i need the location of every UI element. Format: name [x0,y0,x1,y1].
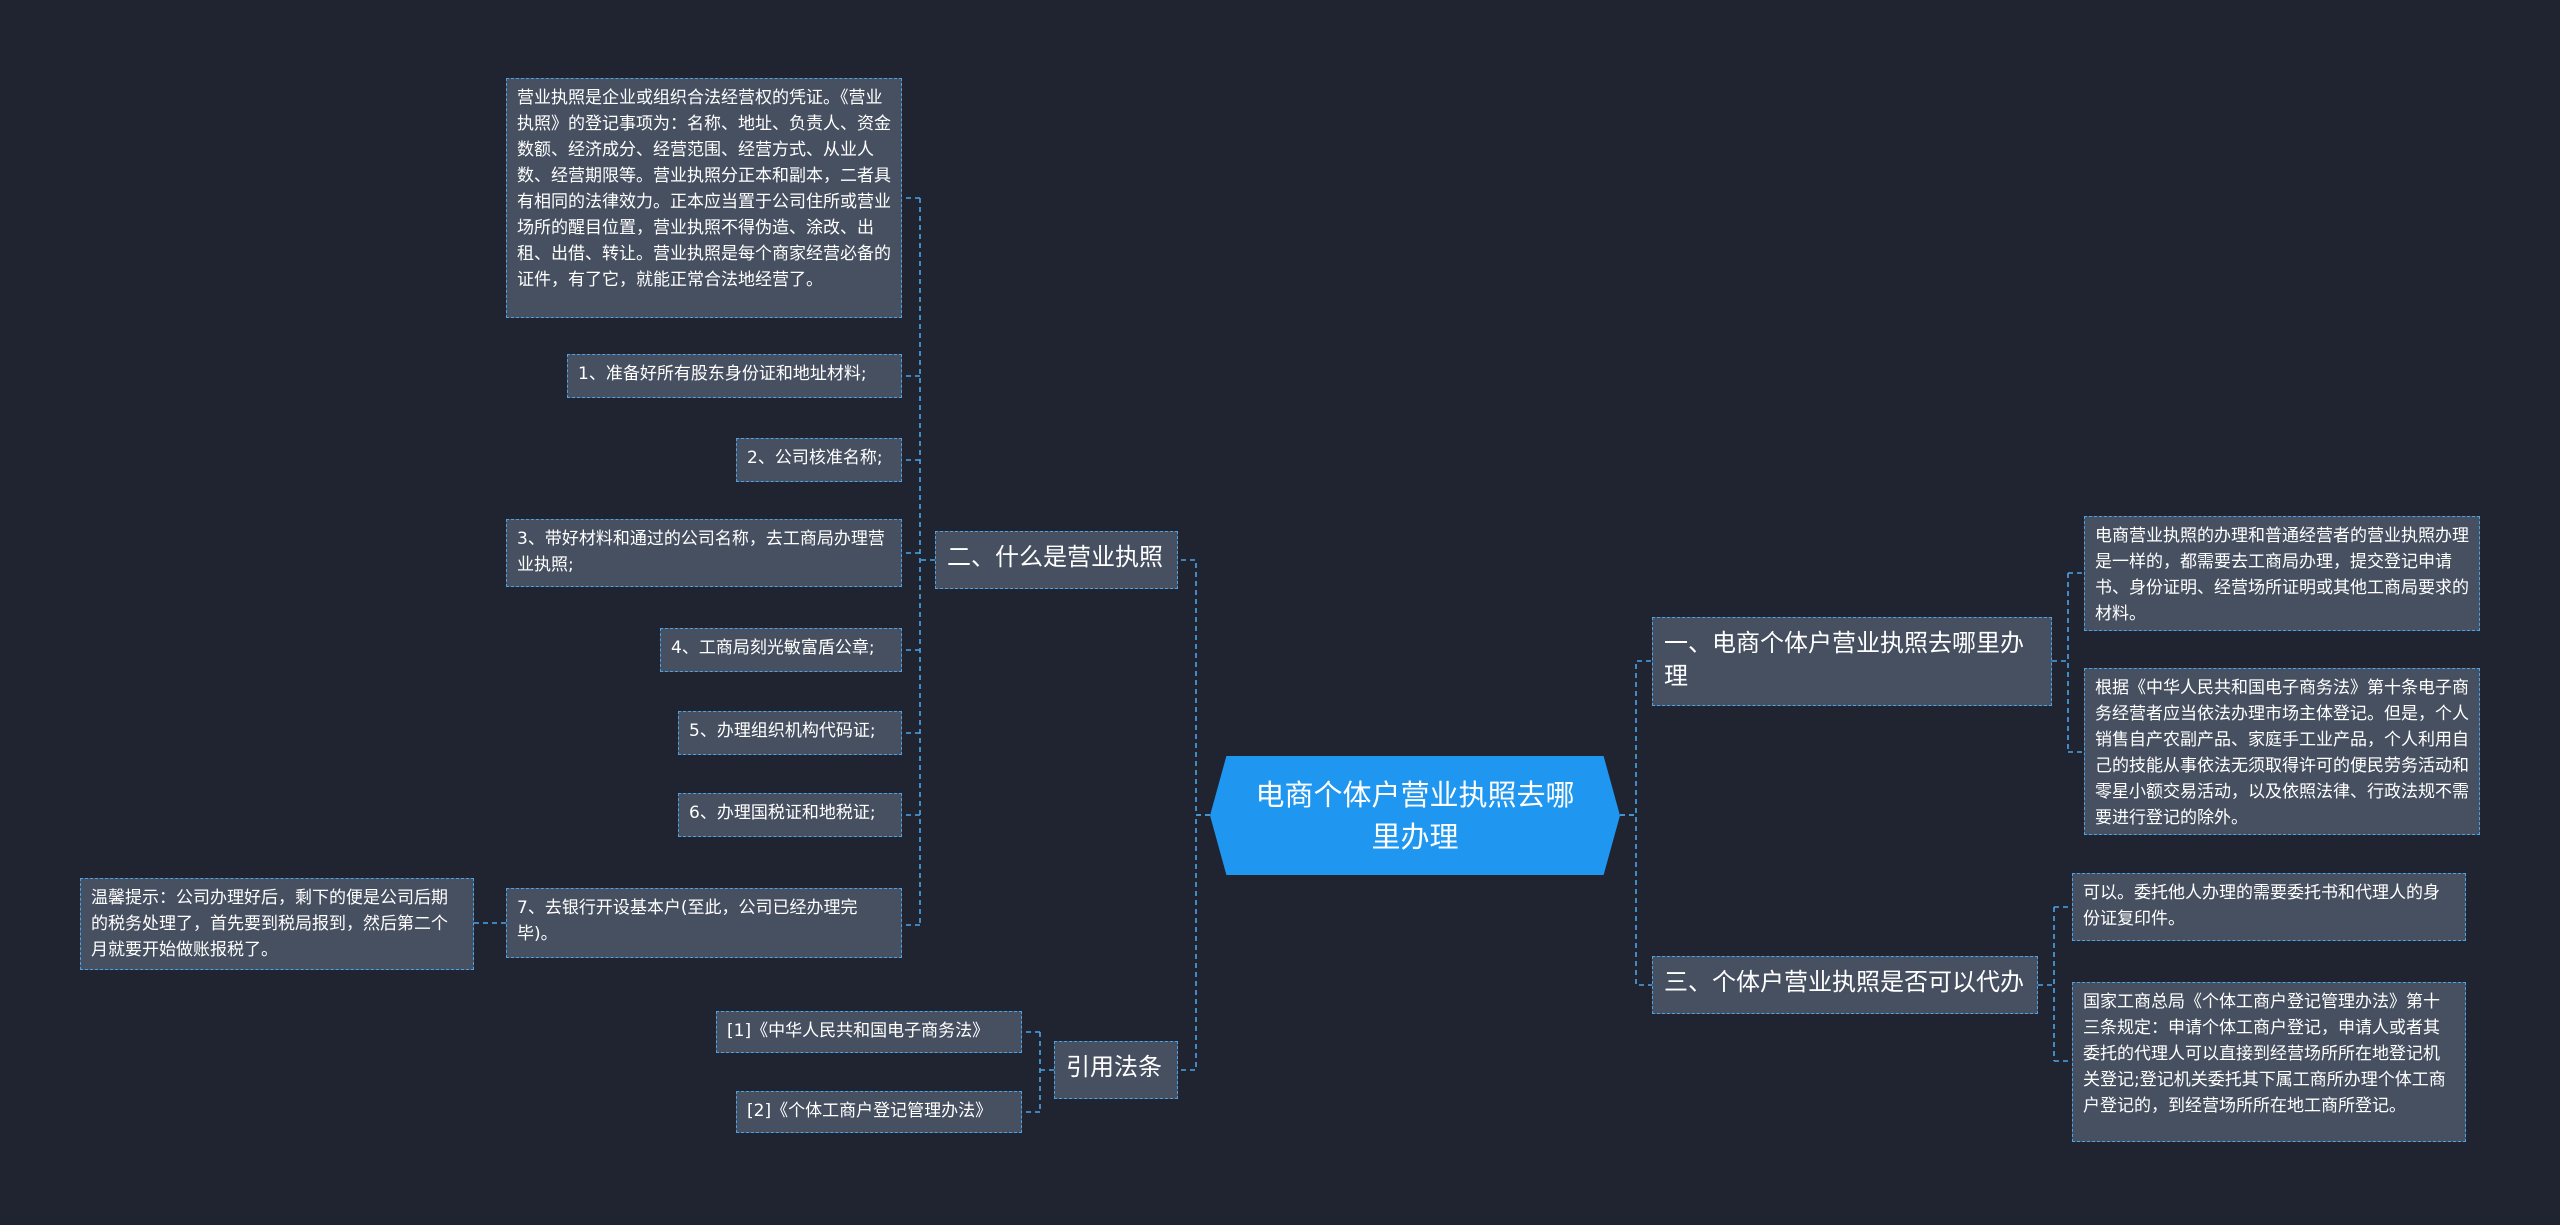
leaf-text: 根据《中华人民共和国电子商务法》第十条电子商务经营者应当依法办理市场主体登记。但… [2095,678,2469,828]
link-b1-bus [919,198,935,925]
leaf-text: 2、公司核准名称; [747,448,883,468]
leaf-where-answer[interactable]: 电商营业执照的办理和普通经营者的营业执照办理是一样的，都需要去工商局办理，提交登… [2084,516,2480,631]
link-root-b3 [1620,660,1652,816]
leaf-text: 国家工商总局《个体工商户登记管理办法》第十三条规定：申请个体工商户登记，申请人或… [2083,992,2446,1116]
link-root-b4 [1620,814,1652,986]
branch-where-to-apply[interactable]: 一、电商个体户营业执照去哪里办理 [1652,617,2052,706]
leaf-step-5[interactable]: 5、办理组织机构代码证; [678,711,902,755]
leaf-law-1[interactable]: [1]《中华人民共和国电子商务法》 [716,1011,1022,1053]
leaf-step-7[interactable]: 7、去银行开设基本户(至此，公司已经办理完毕)。 [506,888,902,958]
leaf-step-4[interactable]: 4、工商局刻光敏富盾公章; [660,628,902,672]
leaf-text: 6、办理国税证和地税证; [689,803,876,823]
branch-cited-laws[interactable]: 引用法条 [1054,1041,1178,1099]
leaf-text: 7、去银行开设基本户(至此，公司已经办理完毕)。 [517,898,858,944]
leaf-text: 可以。委托他人办理的需要委托书和代理人的身份证复印件。 [2083,883,2440,929]
branch-label: 引用法条 [1066,1053,1162,1081]
root-title: 电商个体户营业执照去哪里办理 [1255,777,1575,854]
leaf-text: 营业执照是企业或组织合法经营权的凭证。《营业执照》的登记事项为：名称、地址、负责… [517,88,891,290]
leaf-text: 3、带好材料和通过的公司名称，去工商局办理营业执照; [517,529,885,575]
root-node[interactable]: 电商个体户营业执照去哪里办理 [1210,756,1620,875]
branch-label: 一、电商个体户营业执照去哪里办理 [1664,629,2024,690]
leaf-step-2[interactable]: 2、公司核准名称; [736,438,902,482]
branch-label: 三、个体户营业执照是否可以代办 [1664,968,2024,996]
leaf-license-definition[interactable]: 营业执照是企业或组织合法经营权的凭证。《营业执照》的登记事项为：名称、地址、负责… [506,78,902,318]
leaf-step-6[interactable]: 6、办理国税证和地税证; [678,793,902,837]
leaf-text: [2]《个体工商户登记管理办法》 [747,1101,993,1121]
leaf-proxy-answer[interactable]: 可以。委托他人办理的需要委托书和代理人的身份证复印件。 [2072,873,2466,941]
branch-proxy-apply[interactable]: 三、个体户营业执照是否可以代办 [1652,956,2038,1014]
leaf-step-1[interactable]: 1、准备好所有股东身份证和地址材料; [567,354,902,398]
link-root-b1 [1178,559,1210,816]
leaf-text: [1]《中华人民共和国电子商务法》 [727,1021,990,1041]
link-root-b2 [1178,814,1210,1071]
branch-what-is-license[interactable]: 二、什么是营业执照 [935,531,1178,589]
leaf-text: 1、准备好所有股东身份证和地址材料; [578,364,867,384]
leaf-text: 电商营业执照的办理和普通经营者的营业执照办理是一样的，都需要去工商局办理，提交登… [2095,526,2469,624]
leaf-tip[interactable]: 温馨提示：公司办理好后，剩下的便是公司后期的税务处理了，首先要到税局报到，然后第… [80,878,474,970]
branch-label: 二、什么是营业执照 [947,543,1163,571]
leaf-registration-rule[interactable]: 国家工商总局《个体工商户登记管理办法》第十三条规定：申请个体工商户登记，申请人或… [2072,982,2466,1142]
leaf-step-3[interactable]: 3、带好材料和通过的公司名称，去工商局办理营业执照; [506,519,902,587]
leaf-law-2[interactable]: [2]《个体工商户登记管理办法》 [736,1091,1022,1133]
leaf-text: 5、办理组织机构代码证; [689,721,876,741]
leaf-text: 4、工商局刻光敏富盾公章; [671,638,875,658]
leaf-ecommerce-law-article[interactable]: 根据《中华人民共和国电子商务法》第十条电子商务经营者应当依法办理市场主体登记。但… [2084,668,2480,835]
leaf-text: 温馨提示：公司办理好后，剩下的便是公司后期的税务处理了，首先要到税局报到，然后第… [91,888,448,960]
